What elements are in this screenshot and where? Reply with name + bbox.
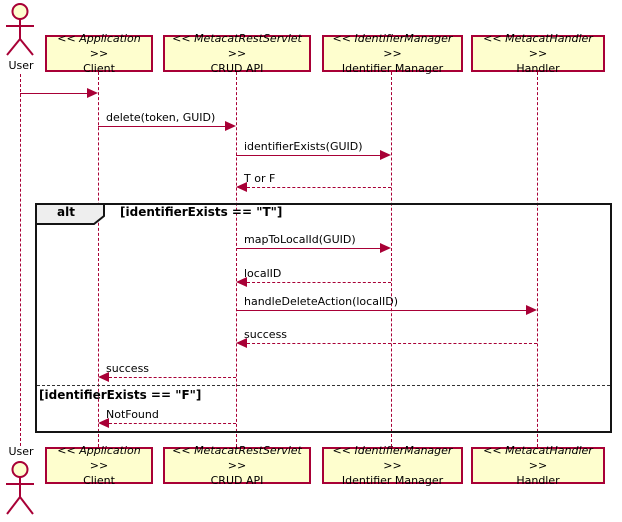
message-success-client-label: success [106, 362, 150, 375]
participant-crud-api-stereotype: << MetacatRestServlet >> [172, 32, 302, 60]
participant-handler-name: Handler [516, 474, 560, 487]
participant-crud-api-name: CRUD API [210, 62, 264, 75]
message-success-client-line [109, 377, 236, 378]
participant-handler-stereotype: << MetacatHandler >> [483, 444, 593, 472]
message-notfound-label: NotFound [106, 408, 159, 421]
message-torf-line [247, 187, 391, 188]
lifeline-crud-api [236, 72, 237, 447]
participant-crud-api-stereotype: << MetacatRestServlet >> [172, 444, 302, 472]
participant-handler-name: Handler [516, 62, 560, 75]
arrowhead-left-icon [236, 182, 247, 192]
participant-client-stereotype: << Application >> [57, 444, 141, 472]
alt-else-divider [37, 385, 610, 386]
alt-guard-false: [identifierExists == "F"] [39, 388, 202, 402]
lifeline-identifier-manager [391, 72, 392, 447]
participant-crud-api-bottom: << MetacatRestServlet >> CRUD API [163, 444, 311, 487]
arrowhead-left-icon [98, 418, 109, 428]
participant-identifier-manager-bottom: << IdentifierManager >> Identifier Manag… [322, 444, 463, 487]
arrowhead-right-icon [526, 305, 537, 315]
arrowhead-right-icon [380, 243, 391, 253]
arrowhead-left-icon [98, 372, 109, 382]
participant-client-name: Client [83, 62, 115, 75]
message-identifierexists-label: identifierExists(GUID) [244, 140, 363, 153]
participant-client-top: << Application >> Client [45, 32, 153, 75]
lifeline-user [20, 74, 21, 446]
participant-client-bottom: << Application >> Client [45, 444, 153, 487]
message-identifierexists-line [236, 155, 380, 156]
participant-identifier-manager-top: << IdentifierManager >> Identifier Manag… [322, 32, 463, 75]
actor-user-icon-top [1, 2, 39, 58]
message-handledeleteaction-label: handleDeleteAction(localID) [244, 295, 399, 308]
participant-client-stereotype: << Application >> [57, 32, 141, 60]
participant-identifier-manager-name: Identifier Manager [341, 474, 444, 487]
alt-fragment-frame [35, 203, 612, 433]
message-user-to-client-line [20, 93, 87, 94]
participant-identifier-manager-name: Identifier Manager [341, 62, 444, 75]
message-maptolocalid-line [236, 248, 380, 249]
actor-user-label-bottom: User [8, 445, 34, 458]
participant-handler-bottom: << MetacatHandler >> Handler [471, 444, 605, 487]
alt-operator-label: alt [57, 205, 75, 219]
actor-user-label-top: User [8, 59, 34, 72]
participant-client-name: Client [83, 474, 115, 487]
message-delete-line [98, 126, 225, 127]
arrowhead-left-icon [236, 338, 247, 348]
participant-crud-api-name: CRUD API [210, 474, 264, 487]
actor-user-icon-bottom [1, 458, 39, 520]
alt-operator-pentagon [35, 203, 107, 226]
arrowhead-left-icon [236, 277, 247, 287]
message-success-handler-label: success [244, 328, 288, 341]
message-delete-label: delete(token, GUID) [106, 111, 216, 124]
participant-identifier-manager-stereotype: << IdentifierManager >> [332, 444, 453, 472]
message-notfound-line [109, 423, 236, 424]
message-handledeleteaction-line [236, 310, 526, 311]
message-torf-label: T or F [244, 172, 276, 185]
arrowhead-right-icon [225, 121, 236, 131]
participant-handler-stereotype: << MetacatHandler >> [483, 32, 593, 60]
lifeline-client [98, 72, 99, 447]
participant-handler-top: << MetacatHandler >> Handler [471, 32, 605, 75]
message-maptolocalid-label: mapToLocalId(GUID) [244, 233, 356, 246]
message-localid-line [247, 282, 391, 283]
participant-crud-api-top: << MetacatRestServlet >> CRUD API [163, 32, 311, 75]
arrowhead-right-icon [87, 88, 98, 98]
message-success-handler-line [247, 343, 537, 344]
alt-guard-true: [identifierExists == "T"] [120, 205, 283, 219]
arrowhead-right-icon [380, 150, 391, 160]
message-localid-label: localID [244, 267, 282, 280]
lifeline-handler [537, 72, 538, 447]
participant-identifier-manager-stereotype: << IdentifierManager >> [332, 32, 453, 60]
